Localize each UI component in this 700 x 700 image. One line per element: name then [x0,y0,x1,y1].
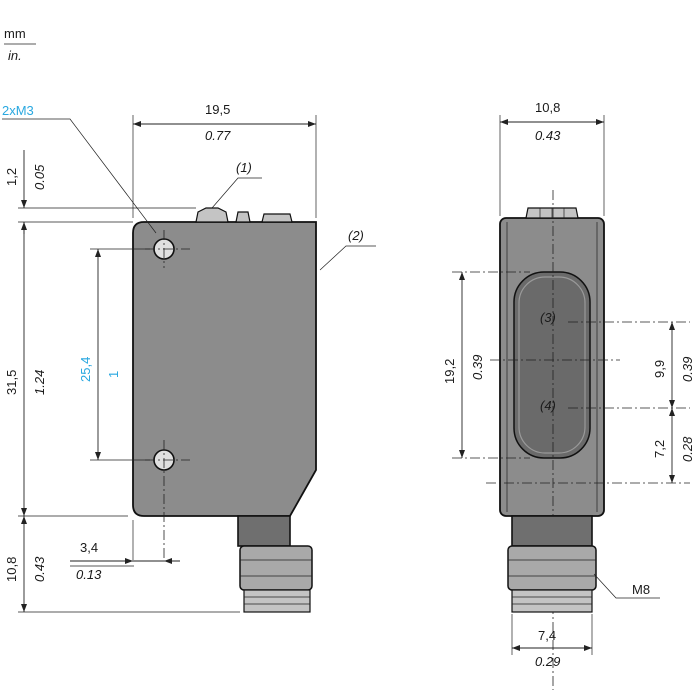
dim-connwidth-mm: 7,4 [538,628,556,643]
dim-sidewidth-in: 0.43 [535,128,561,143]
connector-thread [243,589,311,613]
dim-topoffset-mm: 1,2 [4,168,19,186]
units-mm: mm [4,26,26,41]
thread-label: M8 [632,582,650,597]
side-connector-thread [511,589,593,613]
dim-width-in: 0.77 [205,128,231,143]
dim-height-mm: 31,5 [4,370,19,395]
dim-holeoffset-mm: 3,4 [80,540,98,555]
mount-thread-label: 2xM3 [2,103,34,118]
lens-window [513,271,591,459]
callout-3: (3) [540,310,556,325]
dim-lower-in: 0.28 [680,436,695,462]
top-ridge [261,213,293,223]
front-view: 19,5 0.77 2xM3 (1) (2) 1,2 0.05 31,5 1.2… [2,102,376,613]
dim-lower-mm: 7,2 [652,440,667,458]
side-connector-neck [511,515,593,547]
side-connector-nut [507,545,597,591]
mount-thread-leader [2,118,157,234]
sensor-body-front [132,221,317,517]
dim-window-mm: 19,2 [442,359,457,384]
dim-holespacing-in: 1 [106,371,121,378]
callout-2: (2) [348,228,364,243]
callout-1: (1) [236,160,252,175]
connector-nut [239,545,313,591]
units-in: in. [8,48,22,63]
thread-leader [593,573,660,599]
dim-height-in: 1.24 [32,370,47,395]
dim-width-mm: 19,5 [205,102,230,117]
dim-topoffset-in: 0.05 [32,164,47,190]
dim-holespacing-mm: 25,4 [78,357,93,382]
dim-connector-in: 0.43 [32,556,47,582]
top-led [235,211,251,223]
dim-sidewidth-mm: 10,8 [535,100,560,115]
dim-upper-in: 0.39 [680,357,695,382]
side-view: 10,8 0.43 19,2 0.39 (3) (4) 9, [442,100,695,690]
callout-2-leader [319,245,376,271]
callout-4: (4) [540,398,556,413]
dim-connwidth-in: 0.29 [535,654,560,669]
dim-connector-mm: 10,8 [4,557,19,582]
units-legend: mm in. [4,26,36,63]
dim-holeoffset-in: 0.13 [76,567,102,582]
connector-neck [237,515,291,547]
top-potentiometer [195,207,229,223]
dim-window-in: 0.39 [470,355,485,380]
callout-1-leader [211,177,262,209]
dim-upper-mm: 9,9 [652,360,667,378]
